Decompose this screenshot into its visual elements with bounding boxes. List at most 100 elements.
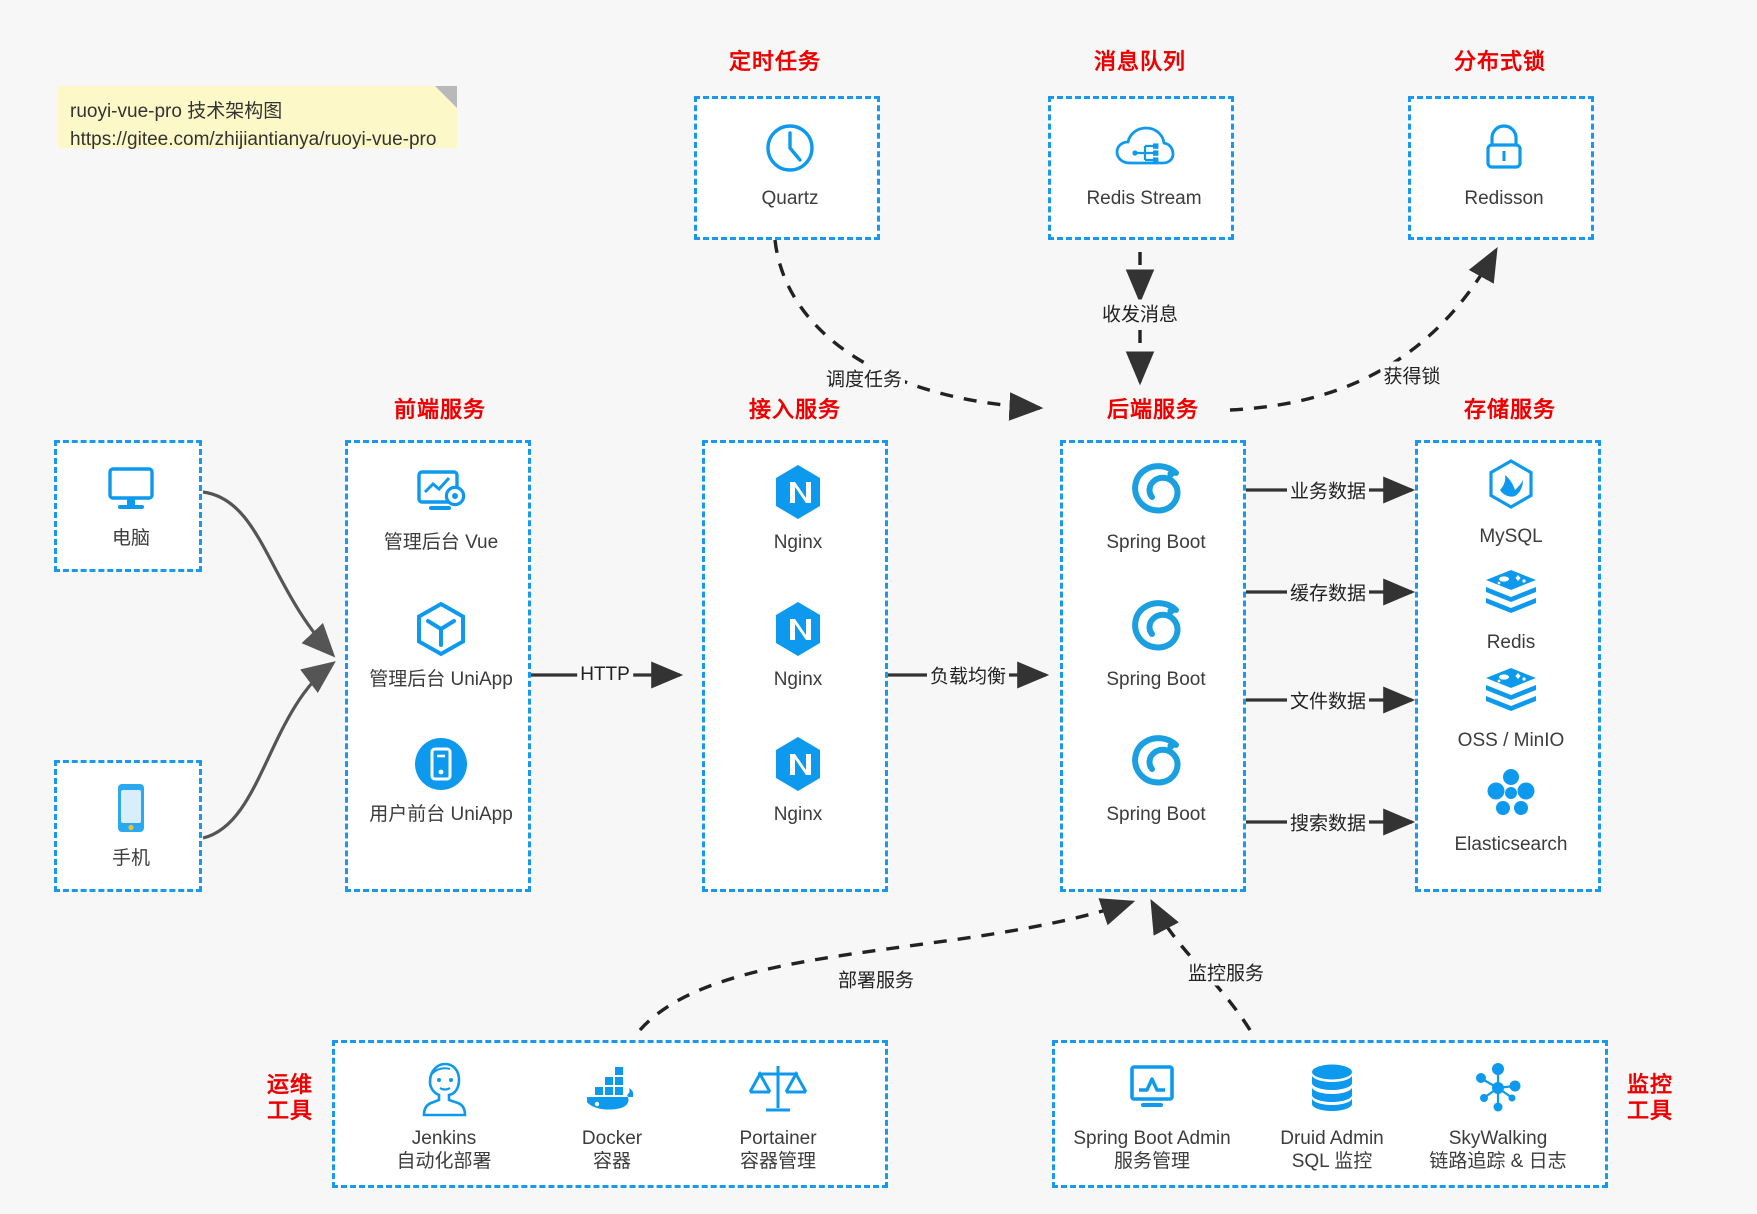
group-frontend: 管理后台 Vue 管理后台 UniApp 用户前台 UniApp [345,440,531,892]
node-computer[interactable]: 电脑 [46,457,216,550]
node-spring-boot-admin[interactable]: Spring Boot Admin 服务管理 [1067,1057,1237,1174]
node-spring-boot-1[interactable]: Spring Boot [1071,461,1241,554]
group-distributed-lock: Redisson [1408,96,1594,240]
edge-label-file-data: 文件数据 [1286,686,1370,714]
node-user-uniapp[interactable]: 用户前台 UniApp [356,733,526,826]
group-title-devops-line1: 运维 [266,1072,313,1097]
group-title-message-queue: 消息队列 [1093,49,1186,74]
edge-label-load-balance: 负载均衡 [926,661,1010,689]
hexagon-cube-icon [412,598,470,660]
node-label: OSS / MinIO [1457,730,1565,751]
node-sublabel: 容器管理 [739,1151,816,1173]
node-elasticsearch[interactable]: Elasticsearch [1426,763,1596,856]
node-redis-stream[interactable]: Redis Stream [1059,117,1229,210]
node-sublabel: 容器 [592,1151,631,1173]
node-redisson[interactable]: Redisson [1419,117,1589,210]
elasticsearch-icon [1483,763,1539,825]
node-quartz[interactable]: Quartz [705,117,875,210]
edge-label-search-data: 搜索数据 [1286,808,1370,836]
node-label: Druid Admin [1280,1128,1384,1149]
group-title-frontend: 前端服务 [393,397,486,422]
node-label: Redis Stream [1086,188,1202,209]
node-label: Redis [1486,632,1536,653]
node-nginx-1[interactable]: Nginx [713,461,883,554]
node-jenkins[interactable]: Jenkins 自动化部署 [359,1057,529,1174]
node-docker[interactable]: Docker 容器 [527,1057,697,1174]
note-line-url: https://gitee.com/zhijiantianya/ruoyi-vu… [70,128,437,150]
node-sublabel: 服务管理 [1113,1151,1190,1173]
node-phone[interactable]: 手机 [46,777,216,870]
cloud-network-icon [1113,117,1175,179]
node-spring-boot-3[interactable]: Spring Boot [1071,733,1241,826]
node-label: Elasticsearch [1454,834,1568,855]
node-druid-admin[interactable]: Druid Admin SQL 监控 [1247,1057,1417,1174]
node-label: Jenkins [411,1128,477,1149]
phone-circle-icon [412,733,470,795]
spring-boot-icon [1126,733,1186,795]
edge-label-deploy-service: 部署服务 [834,965,918,993]
node-oss-minio[interactable]: OSS / MinIO [1426,659,1596,752]
edge-label-send-receive-msg: 收发消息 [1098,299,1182,327]
docker-icon [581,1057,643,1119]
node-label: Docker [581,1128,643,1149]
node-portainer[interactable]: Portainer 容器管理 [693,1057,863,1174]
jenkins-icon [418,1057,470,1119]
nginx-icon [770,598,826,660]
scales-icon [748,1057,808,1119]
edge-label-cache-data: 缓存数据 [1286,578,1370,606]
node-label: 用户前台 UniApp [369,804,513,825]
edge-backend-to-redisson [1229,247,1498,412]
node-sublabel: 链路追踪 & 日志 [1429,1151,1567,1173]
group-gateway: Nginx Nginx Nginx [702,440,888,892]
group-title-devops-line2: 工具 [266,1097,313,1123]
edge-label-acquire-lock: 获得锁 [1380,361,1444,389]
edge-quartz-to-backend [773,239,1044,421]
node-label: 手机 [111,848,150,869]
note-fold-corner [435,86,457,108]
spring-boot-icon [1126,598,1186,660]
group-scheduled-task: Quartz [694,96,880,240]
group-devops: Jenkins 自动化部署 Docker [332,1040,888,1188]
node-label: Spring Boot [1106,532,1206,553]
nginx-icon [770,461,826,523]
group-backend: Spring Boot Spring Boot Spring Boot [1060,440,1246,892]
group-message-queue: Redis Stream [1048,96,1234,240]
group-title-monitor: 监控 工具 [1622,1072,1678,1124]
group-title-devops: 运维 工具 [262,1072,318,1124]
group-client-computer: 电脑 [54,440,202,572]
minio-icon [1482,659,1540,721]
group-title-storage: 存储服务 [1463,397,1556,422]
node-label: SkyWalking [1448,1128,1548,1149]
node-nginx-2[interactable]: Nginx [713,598,883,691]
node-label: Spring Boot Admin [1073,1128,1231,1149]
node-spring-boot-2[interactable]: Spring Boot [1071,598,1241,691]
node-admin-vue[interactable]: 管理后台 Vue [356,461,526,554]
node-label: MySQL [1479,526,1543,547]
redis-icon [1482,561,1540,623]
node-label: Spring Boot [1106,669,1206,690]
node-label: Quartz [761,188,819,209]
node-label: Nginx [773,532,823,553]
dashboard-gear-icon [412,461,470,523]
spring-boot-icon [1126,461,1186,523]
nginx-icon [770,733,826,795]
monitor-chart-icon [1123,1057,1181,1119]
mobile-phone-icon [110,777,152,839]
node-label: Portainer [739,1128,817,1149]
lock-icon [1477,117,1531,179]
group-title-backend: 后端服务 [1106,397,1199,422]
node-label: Nginx [773,804,823,825]
node-admin-uniapp[interactable]: 管理后台 UniApp [356,598,526,691]
node-label: 管理后台 Vue [383,532,499,553]
mysql-icon [1484,455,1538,517]
node-nginx-3[interactable]: Nginx [713,733,883,826]
edge-computer-to-frontend [202,490,336,658]
edge-phone-to-frontend [202,661,336,840]
edge-label-business-data: 业务数据 [1286,476,1370,504]
clock-icon [762,117,818,179]
node-skywalking[interactable]: SkyWalking 链路追踪 & 日志 [1413,1057,1583,1174]
node-redis[interactable]: Redis [1426,561,1596,654]
node-mysql[interactable]: MySQL [1426,455,1596,548]
group-monitor: Spring Boot Admin 服务管理 Druid Admin SQL 监… [1052,1040,1608,1188]
node-sublabel: 自动化部署 [396,1151,492,1173]
